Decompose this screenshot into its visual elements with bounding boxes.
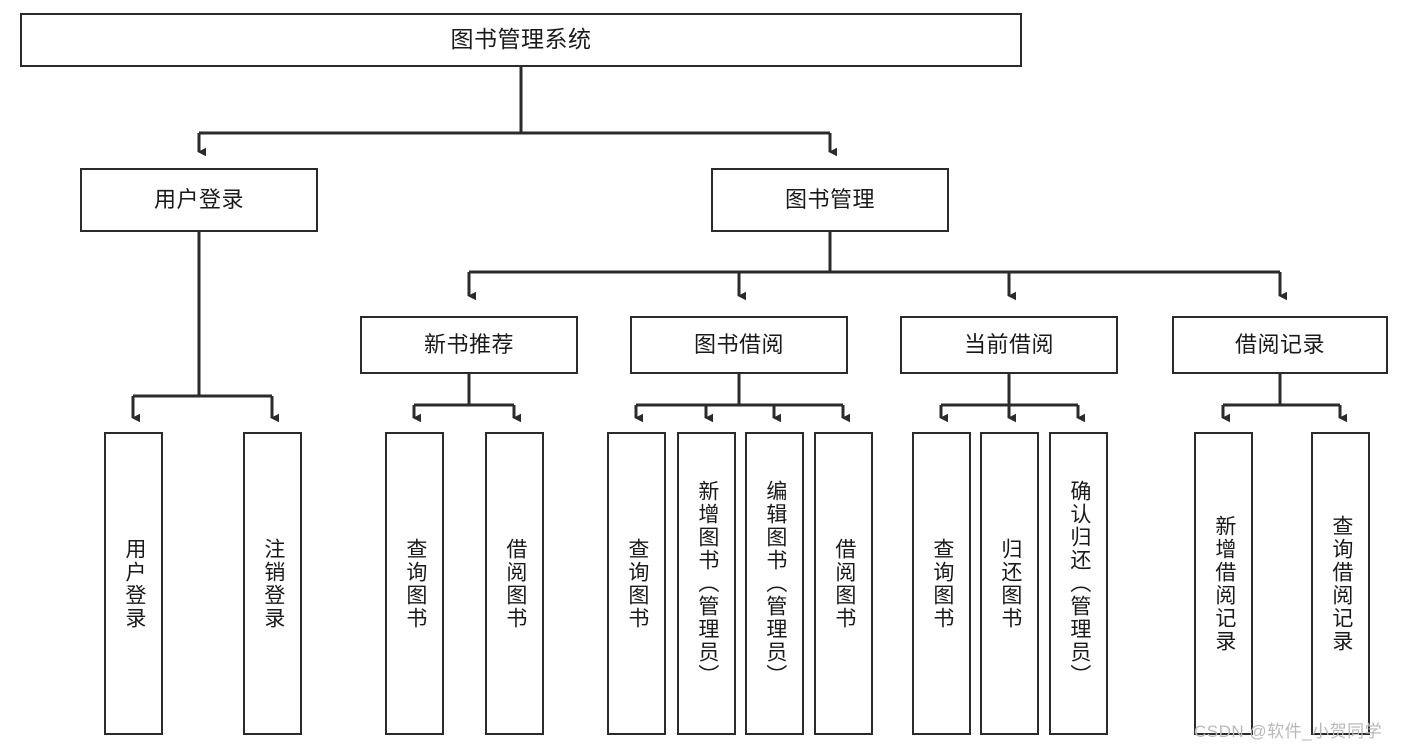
node-leaf-recommend-borrow-book[interactable]: 借阅图书 [485,432,544,735]
csdn-watermark: CSDN @软件_小贺同学 [1194,722,1383,741]
node-user-login[interactable]: 用户登录 [80,168,318,232]
node-leaf-borrow-edit-book-admin[interactable]: 编辑图书（管理员） [745,432,804,735]
node-label: 新增图书（管理员） [695,480,719,687]
node-label: 图书管理 [784,187,875,213]
node-root-book-management-system[interactable]: 图书管理系统 [20,13,1022,67]
node-leaf-current-query-book[interactable]: 查询图书 [912,432,971,735]
node-label: 借阅图书 [832,537,856,630]
node-leaf-user-login-logout[interactable]: 注销登录 [243,432,302,735]
node-label: 借阅记录 [1234,332,1325,358]
node-label: 查询借阅记录 [1329,514,1353,653]
node-label: 查询图书 [930,537,954,630]
node-new-book-recommend[interactable]: 新书推荐 [360,316,578,374]
node-label: 注销登录 [261,537,285,630]
node-label: 编辑图书（管理员） [763,480,787,687]
node-label: 查询图书 [625,537,649,630]
node-label: 查询图书 [403,537,427,630]
node-current-borrow[interactable]: 当前借阅 [900,316,1118,374]
node-leaf-record-query-record[interactable]: 查询借阅记录 [1311,432,1370,735]
node-label: 用户登录 [153,187,244,213]
node-leaf-user-login-login[interactable]: 用户登录 [104,432,163,735]
node-leaf-borrow-query-book[interactable]: 查询图书 [607,432,666,735]
node-label: 用户登录 [122,537,146,630]
node-leaf-borrow-add-book-admin[interactable]: 新增图书（管理员） [677,432,736,735]
node-book-management[interactable]: 图书管理 [711,168,949,232]
node-label: 当前借阅 [963,332,1054,358]
node-label: 归还图书 [998,537,1022,630]
node-label: 借阅图书 [503,537,527,630]
node-leaf-record-add-record[interactable]: 新增借阅记录 [1194,432,1253,735]
node-borrow-record[interactable]: 借阅记录 [1172,316,1388,374]
node-leaf-current-confirm-return-admin[interactable]: 确认归还（管理员） [1049,432,1108,735]
node-label: 新书推荐 [423,332,514,358]
node-leaf-recommend-query-book[interactable]: 查询图书 [385,432,444,735]
node-label: 新增借阅记录 [1212,514,1236,653]
node-label: 图书管理系统 [450,26,592,53]
node-label: 图书借阅 [693,332,784,358]
node-label: 确认归还（管理员） [1067,480,1091,687]
node-leaf-borrow-borrow-book[interactable]: 借阅图书 [814,432,873,735]
node-book-borrow[interactable]: 图书借阅 [630,316,848,374]
node-leaf-current-return-book[interactable]: 归还图书 [980,432,1039,735]
